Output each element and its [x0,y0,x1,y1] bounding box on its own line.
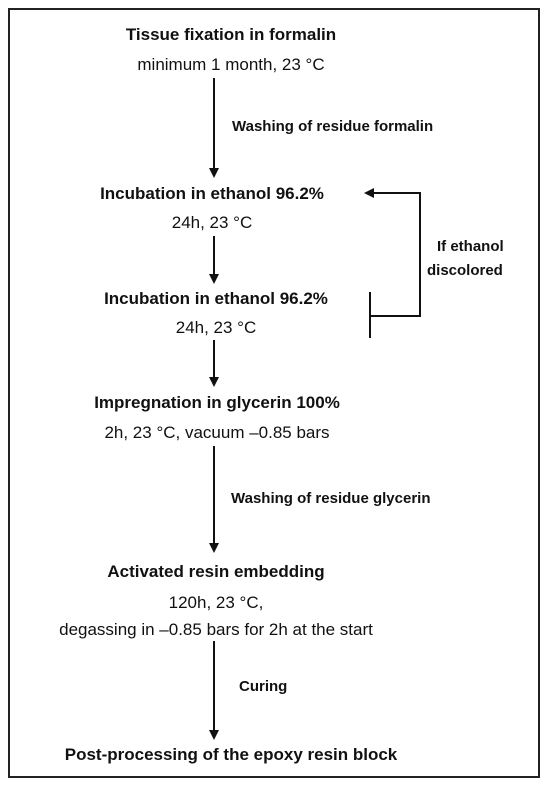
loop-back-connector [364,188,421,338]
transition-washing-formalin: Washing of residue formalin [232,118,434,135]
step-ethanol-1-title: Incubation in ethanol 96.2% [100,184,324,203]
step-glycerin-detail: 2h, 23 °C, vacuum –0.85 bars [104,423,330,442]
step-fixation-title: Tissue fixation in formalin [125,25,337,44]
transition-washing-glycerin: Washing of residue glycerin [231,490,431,507]
loop-label-line2: discolored [427,262,503,279]
transition-curing: Curing [239,678,288,695]
step-postprocessing-title: Post-processing of the epoxy resin block [64,745,398,764]
step-ethanol-2-detail: 24h, 23 °C [175,318,257,337]
step-resin-detail: 120h, 23 °C, [168,593,264,612]
step-glycerin-title: Impregnation in glycerin 100% [94,393,340,412]
step-ethanol-1-detail: 24h, 23 °C [171,213,253,232]
diagram-frame [8,8,540,778]
step-resin-detail-2: degassing in –0.85 bars for 2h at the st… [59,620,373,639]
loop-label-line1: If ethanol [437,238,504,255]
step-resin-title: Activated resin embedding [107,562,325,581]
step-fixation-detail: minimum 1 month, 23 °C [137,55,325,74]
step-ethanol-2-title: Incubation in ethanol 96.2% [104,289,328,308]
